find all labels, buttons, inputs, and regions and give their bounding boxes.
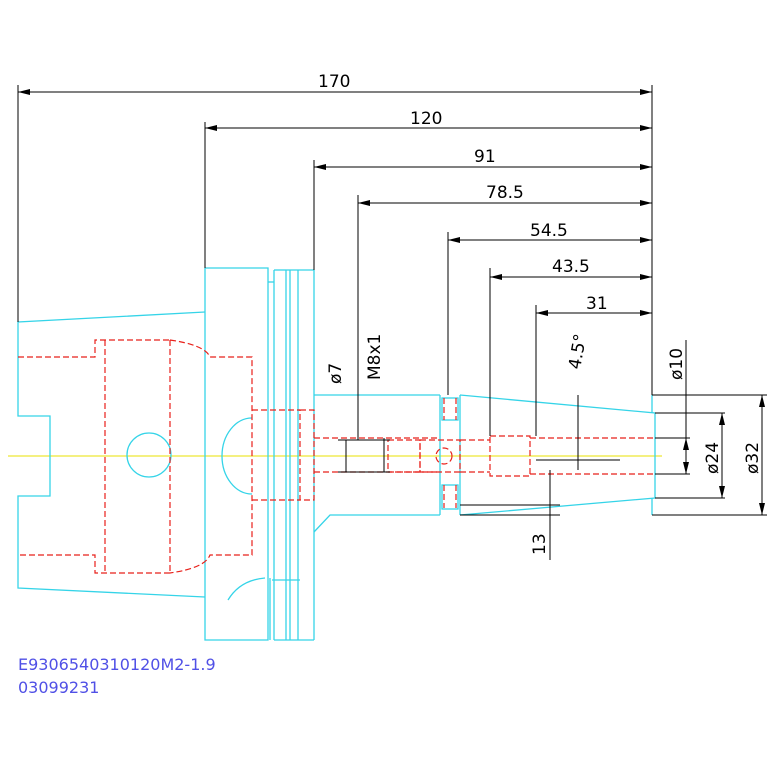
arrow-heads xyxy=(18,89,765,515)
holder-outline xyxy=(17,267,656,641)
part-number: E9306540310120M2-1.9 xyxy=(18,655,216,674)
dim-78-5: 78.5 xyxy=(486,183,524,203)
dim-angle: 4.5° xyxy=(565,332,591,370)
dim-31: 31 xyxy=(586,294,608,314)
hidden-lines xyxy=(18,339,655,574)
dimension-lines xyxy=(17,85,767,560)
dim-dia32: ø32 xyxy=(743,442,763,474)
dim-43-5: 43.5 xyxy=(552,257,590,277)
dim-dia24: ø24 xyxy=(703,442,723,474)
dim-dia7: ø7 xyxy=(326,363,346,384)
dim-dia10: ø10 xyxy=(667,348,687,380)
dim-54-5: 54.5 xyxy=(530,221,568,241)
dim-91: 91 xyxy=(474,147,496,167)
dim-13: 13 xyxy=(530,533,550,555)
part-code: 03099231 xyxy=(18,678,99,697)
dim-thread: M8x1 xyxy=(365,334,385,380)
dim-120: 120 xyxy=(410,109,442,129)
dim-170: 170 xyxy=(318,72,350,92)
